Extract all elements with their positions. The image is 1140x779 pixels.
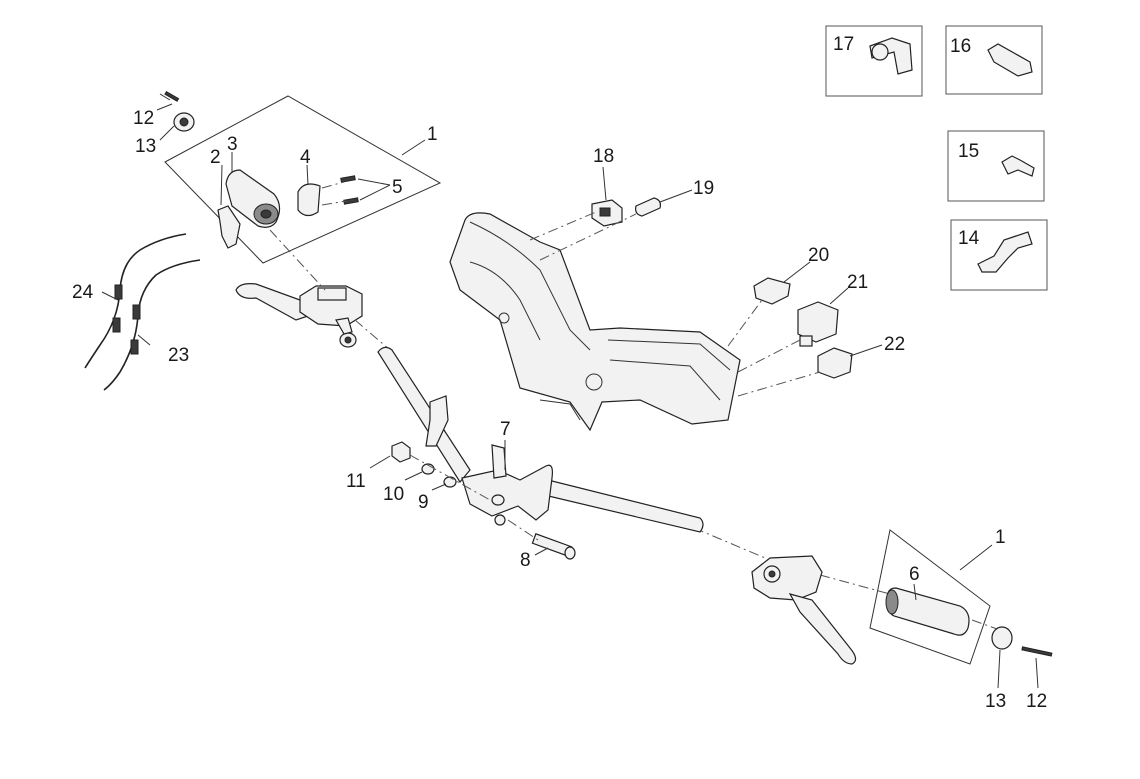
handlebar-fasteners <box>369 440 576 560</box>
part-6-right-grip <box>887 587 970 636</box>
part-5-screw-b <box>343 197 359 205</box>
part-4-cable-pulley <box>297 183 321 217</box>
part-14-bracket <box>977 231 1033 273</box>
handlebar-main-bar <box>539 477 704 533</box>
part-20-switch <box>753 277 791 305</box>
left-brake-lever <box>235 283 309 321</box>
right-master-cylinder <box>751 555 823 601</box>
headset-cover-body <box>449 212 741 432</box>
label-4: 4 <box>300 147 311 168</box>
handlebar-left-riser <box>377 346 471 484</box>
label-16: 16 <box>950 36 971 57</box>
part-22-switch <box>817 347 853 379</box>
label-14: 14 <box>958 228 980 249</box>
label-7: 7 <box>500 419 511 440</box>
switches-and-connectors <box>529 166 883 397</box>
handlebar-center-clamp <box>461 464 553 521</box>
label-12-bottom: 12 <box>1026 691 1047 712</box>
label-24: 24 <box>72 282 94 303</box>
left-brake-lever-assembly <box>235 283 363 348</box>
part-5-screw-a <box>340 175 356 183</box>
right-brake-lever-assembly <box>751 555 857 665</box>
part-13-bar-end-bottom <box>991 626 1013 650</box>
label-1-top: 1 <box>427 124 438 145</box>
label-18: 18 <box>593 146 614 167</box>
part-11-nut <box>391 441 411 463</box>
label-8: 8 <box>520 550 531 571</box>
part-12-bolt-top <box>164 90 180 102</box>
right-grip-group <box>869 529 1053 689</box>
part-9-washer <box>443 476 457 488</box>
label-5: 5 <box>392 177 403 198</box>
headset-cover <box>449 212 741 432</box>
label-11: 11 <box>346 471 366 492</box>
handlebar-tube <box>377 346 704 533</box>
label-1-bottom: 1 <box>995 527 1006 548</box>
part-2-throttle-housing <box>217 205 241 249</box>
part-19-connector <box>635 197 661 217</box>
callout-labels: 1 2 3 4 5 12 13 24 23 18 19 20 21 22 7 1… <box>72 34 1047 712</box>
label-22: 22 <box>884 334 905 355</box>
part-13-bar-end-top-center <box>179 117 189 127</box>
part-15-bolt <box>1001 155 1035 177</box>
label-13-bottom: 13 <box>985 691 1006 712</box>
label-19: 19 <box>693 178 714 199</box>
throttle-cables <box>84 233 201 391</box>
label-2: 2 <box>210 147 221 168</box>
part-16-bracket <box>987 43 1033 77</box>
label-6: 6 <box>909 564 920 585</box>
label-21: 21 <box>847 272 868 293</box>
label-23: 23 <box>168 345 189 366</box>
left-throttle-grip-group <box>156 90 442 264</box>
boxed-parts <box>825 25 1048 291</box>
part-3-grip-hole <box>260 209 272 219</box>
label-17: 17 <box>833 34 854 55</box>
label-20: 20 <box>808 245 829 266</box>
label-15: 15 <box>958 141 979 162</box>
part-12-bolt-bottom <box>1021 646 1053 657</box>
part-21-switch <box>797 301 839 343</box>
label-9: 9 <box>418 492 429 513</box>
label-10: 10 <box>383 484 404 505</box>
label-13-top: 13 <box>135 136 156 157</box>
group-1-outline-right <box>869 529 991 665</box>
label-3: 3 <box>227 134 238 155</box>
right-brake-lever <box>788 593 857 665</box>
label-12-top: 12 <box>133 108 154 129</box>
